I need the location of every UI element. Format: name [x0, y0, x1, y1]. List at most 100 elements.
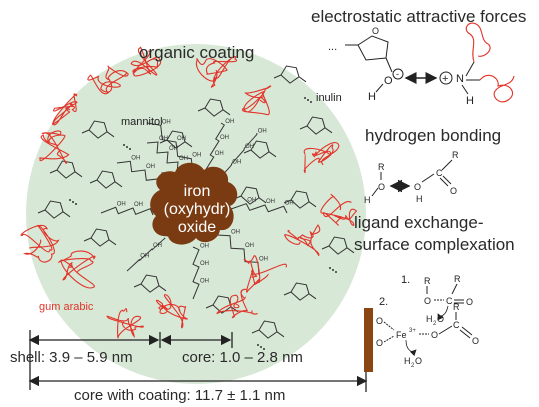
- hydroxyl-label: OH: [258, 129, 267, 135]
- minus-charge: [392, 68, 404, 80]
- gum-arabic-label: gum arabic: [39, 301, 94, 313]
- gum-arabic-strand: [241, 85, 272, 116]
- core-label-oxyhydr: (oxyhydr): [163, 201, 231, 218]
- cation-h: H: [466, 95, 474, 107]
- le2-o4: O: [472, 336, 479, 346]
- hydroxyl-label: OH: [179, 156, 188, 162]
- gum-arabic-polymers: [20, 46, 358, 339]
- gum-arabic-strand: [243, 255, 287, 293]
- le2-h2o-o: O: [415, 356, 422, 366]
- hb-c: C: [436, 168, 443, 178]
- organic-coating-label: organic coating: [139, 43, 255, 62]
- core-label-iron: iron: [183, 183, 211, 200]
- le2-r: R: [453, 302, 460, 312]
- le1-r1: R: [424, 276, 431, 286]
- hydroxyl-label: OH: [266, 199, 275, 205]
- hb-o3: O: [450, 186, 457, 196]
- mineral-surface: [364, 308, 373, 372]
- core-label-oxide: oxide: [177, 219, 217, 236]
- hydroxyl-label: OH: [259, 256, 268, 262]
- hb-h1: H: [364, 195, 371, 205]
- core-dimension-label: core: 1.0 – 2.8 nm: [182, 349, 303, 366]
- le2-fe-charge: 3+: [409, 328, 416, 334]
- step-2-label: 2.: [379, 296, 389, 308]
- hydrogen-bonding-title: hydrogen bonding: [365, 126, 502, 145]
- chain-dots: ...: [328, 41, 337, 53]
- plus-charge: [439, 71, 453, 85]
- gum-arabic-strand: [320, 193, 358, 226]
- le2-o3: O: [431, 330, 438, 340]
- hydroxyl-label: OH: [162, 119, 171, 125]
- hydroxyl-label: OH: [169, 146, 178, 152]
- hb-o1: O: [378, 182, 385, 192]
- gum-arabic-strand: [106, 308, 144, 339]
- le1-o: O: [424, 296, 431, 306]
- gum-arabic-strand: [58, 250, 96, 289]
- electrostatic-title: electrostatic attractive forces: [311, 7, 527, 26]
- mannitol-label: mannitol: [121, 116, 163, 128]
- ligand-exchange-scheme-1: R O C R O H 2 O: [424, 274, 473, 327]
- inulin-ring: [250, 140, 270, 159]
- ligand-exchange-title-1: ligand exchange-: [354, 213, 484, 232]
- gum-arabic-strand: [39, 130, 70, 164]
- inulin-ring: [88, 120, 108, 139]
- inulin-ring: [140, 274, 160, 293]
- gum-arabic-strand: [195, 56, 238, 88]
- inulin-ring: [306, 116, 326, 135]
- hydroxyl-label: OH: [220, 135, 229, 141]
- hb-h2: H: [416, 194, 423, 204]
- hydroxyl-label: OH: [117, 201, 126, 207]
- hydroxyl-label: OH: [131, 155, 140, 161]
- inulin-ring: [280, 65, 300, 84]
- hydroxyl-label: OH: [153, 243, 162, 249]
- hydroxyl-label: OH: [215, 151, 224, 157]
- hydroxyl-label: OH: [177, 136, 186, 142]
- minus-sign: -: [396, 69, 399, 79]
- gum-arabic-strand: [20, 224, 60, 263]
- le2-h2o-sub: 2: [411, 363, 415, 369]
- shell-dimension-label: shell: 3.9 – 5.9 nm: [10, 349, 133, 366]
- iron-oxide-core: [150, 162, 238, 245]
- hydroxyl-label: OH: [232, 159, 241, 165]
- hydroxyl-label: OH: [200, 278, 209, 284]
- hydroxyl-label: OH: [245, 243, 254, 249]
- gum-arabic-strand: [51, 93, 78, 126]
- inulin-label: inulin: [316, 92, 342, 104]
- hydroxyl-label: OH: [192, 153, 201, 159]
- hb-r2: R: [452, 150, 459, 160]
- le1-o2: O: [466, 297, 473, 307]
- inulin-ring: [44, 200, 64, 219]
- hydroxyl-label: OH: [231, 230, 240, 236]
- hydrogen-bonding-scheme: R O H O H C R O: [364, 150, 459, 205]
- inulin-rings: [37, 65, 355, 350]
- inulin-ring: [90, 228, 110, 247]
- hydroxyl-label: OH: [146, 164, 155, 170]
- inulin-ring: [96, 170, 116, 189]
- le1-h2o-sub: 2: [433, 321, 437, 327]
- total-dimension-label: core with coating: 11.7 ± 1.1 nm: [74, 387, 286, 404]
- le2-o1: O: [376, 316, 383, 326]
- hydroxyl-label: OH: [200, 244, 209, 250]
- inulin-ring: [290, 282, 310, 301]
- inulin-ring: [166, 130, 186, 149]
- hb-r1: R: [378, 162, 385, 172]
- hydroxyl-label: OH: [134, 202, 143, 208]
- gum-arabic-strand: [303, 142, 340, 174]
- ring-oxygen: O: [372, 26, 379, 36]
- le1-r2: R: [454, 274, 461, 284]
- le1-h2o-o: O: [437, 314, 444, 324]
- le2-h2o-h: H: [404, 356, 411, 366]
- hydroxyl-label: OH: [225, 119, 234, 125]
- inulin-ring: [258, 320, 278, 339]
- inulin-ring: [240, 186, 260, 205]
- hydroxyl-label: OH: [285, 200, 294, 206]
- le2-o2: O: [376, 338, 383, 348]
- electrostatic-scheme: ... O O - H + N H: [328, 22, 515, 107]
- inulin-ring: [290, 190, 310, 209]
- le1-h2o-h: H: [426, 314, 433, 324]
- gum-arabic-strand: [87, 65, 129, 95]
- inulin-ring: [56, 160, 76, 179]
- hydroxyl-label: OH: [245, 144, 254, 150]
- hydroxyl-label: OH: [159, 136, 168, 142]
- inulin-ring: [204, 98, 224, 117]
